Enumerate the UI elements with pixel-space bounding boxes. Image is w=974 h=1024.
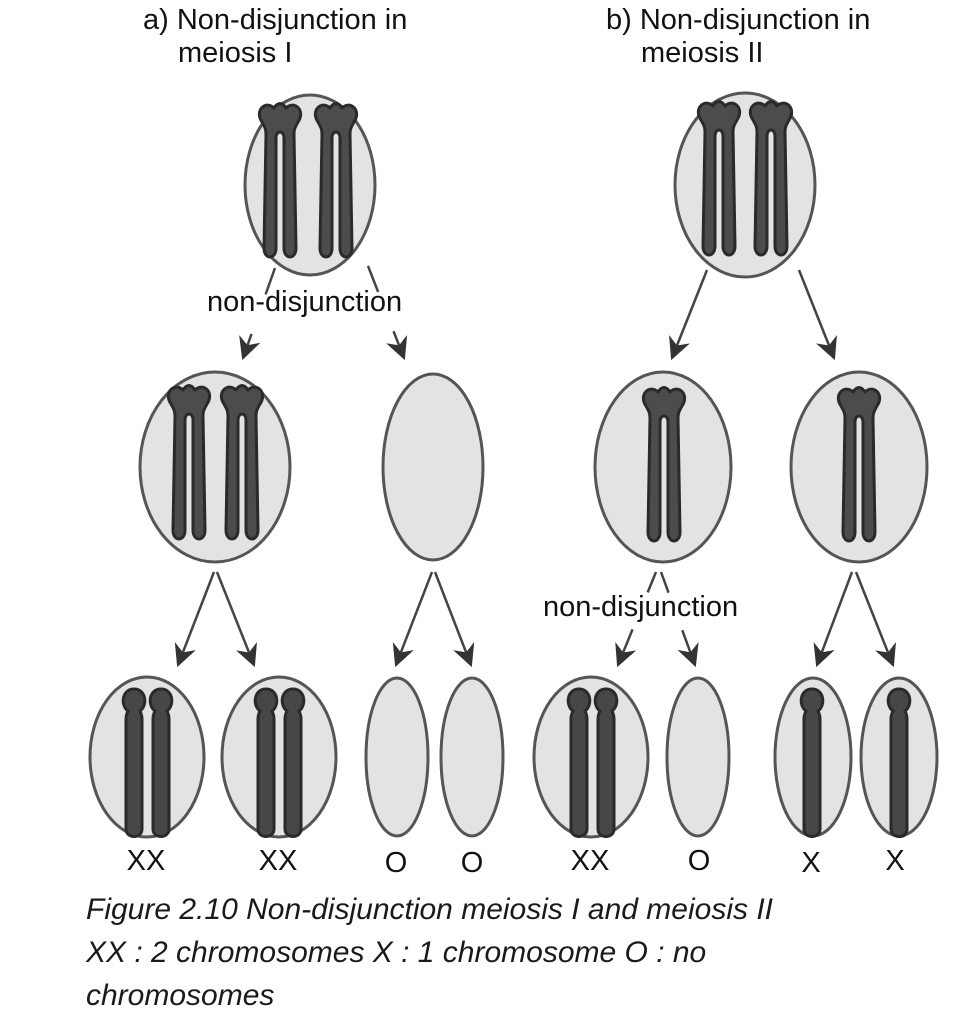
panel-b-title: b) Non-disjunction in meiosis II <box>606 4 870 70</box>
non-disjunction-label-b: non-disjunction <box>543 591 739 623</box>
caption-line2: XX : 2 chromosomes X : 1 chromosome O : … <box>86 936 707 969</box>
chromosome-single <box>121 687 147 838</box>
gamete-label: O <box>687 845 711 877</box>
chromosome-single <box>280 687 306 838</box>
parent-cell-b <box>673 91 817 279</box>
arrow <box>797 269 837 361</box>
gamete-a3 <box>364 676 430 838</box>
panel-b-title-line2: meiosis II <box>641 37 764 69</box>
arrow <box>215 571 257 668</box>
arrow <box>392 571 434 668</box>
panel-a-title-line2: meiosis I <box>178 37 293 69</box>
gamete-label: XX <box>126 845 166 877</box>
chromosome-single <box>148 687 174 838</box>
panel-a-title-line1: a) Non-disjunction in <box>143 4 408 36</box>
gamete-b2 <box>665 676 731 838</box>
gamete-label: X <box>801 847 821 879</box>
caption-line1: Figure 2.10 Non-disjunction meiosis I an… <box>86 893 773 926</box>
gamete-b1 <box>532 675 650 839</box>
arrow <box>813 571 854 668</box>
arrow <box>659 571 699 668</box>
gamete-a4 <box>439 676 505 838</box>
gamete-label: XX <box>570 845 610 877</box>
arrow <box>615 571 658 668</box>
gamete-label: XX <box>258 845 298 877</box>
caption-line3: chromosomes <box>86 979 275 1012</box>
chromosome-single <box>566 687 592 838</box>
gamete-a1 <box>88 675 206 839</box>
arrow <box>239 267 277 361</box>
panel-b <box>532 91 939 839</box>
arrow <box>366 265 408 361</box>
figure-caption: Figure 2.10 Non-disjunction meiosis I an… <box>86 888 906 1017</box>
middle-cell-a2 <box>381 372 485 562</box>
chromosome-single <box>253 687 279 838</box>
middle-cell-b1 <box>593 370 733 564</box>
chromosome-single <box>593 687 619 838</box>
non-disjunction-label-a: non-disjunction <box>207 286 403 318</box>
panel-a <box>88 93 505 839</box>
chromosome-single <box>886 687 912 838</box>
gamete-label: O <box>460 847 484 879</box>
middle-cell-a1 <box>138 370 292 564</box>
panel-b-title-line1: b) Non-disjunction in <box>606 4 871 36</box>
panel-a-title: a) Non-disjunction in meiosis I <box>143 4 407 70</box>
arrow <box>174 571 216 668</box>
arrow <box>669 269 709 361</box>
arrow <box>433 571 475 668</box>
gamete-a2 <box>220 675 338 839</box>
chromosome-single <box>799 687 825 838</box>
middle-cell-b2 <box>789 370 929 564</box>
gamete-label: X <box>885 845 905 877</box>
arrow <box>854 571 896 668</box>
gamete-label: O <box>384 847 408 879</box>
